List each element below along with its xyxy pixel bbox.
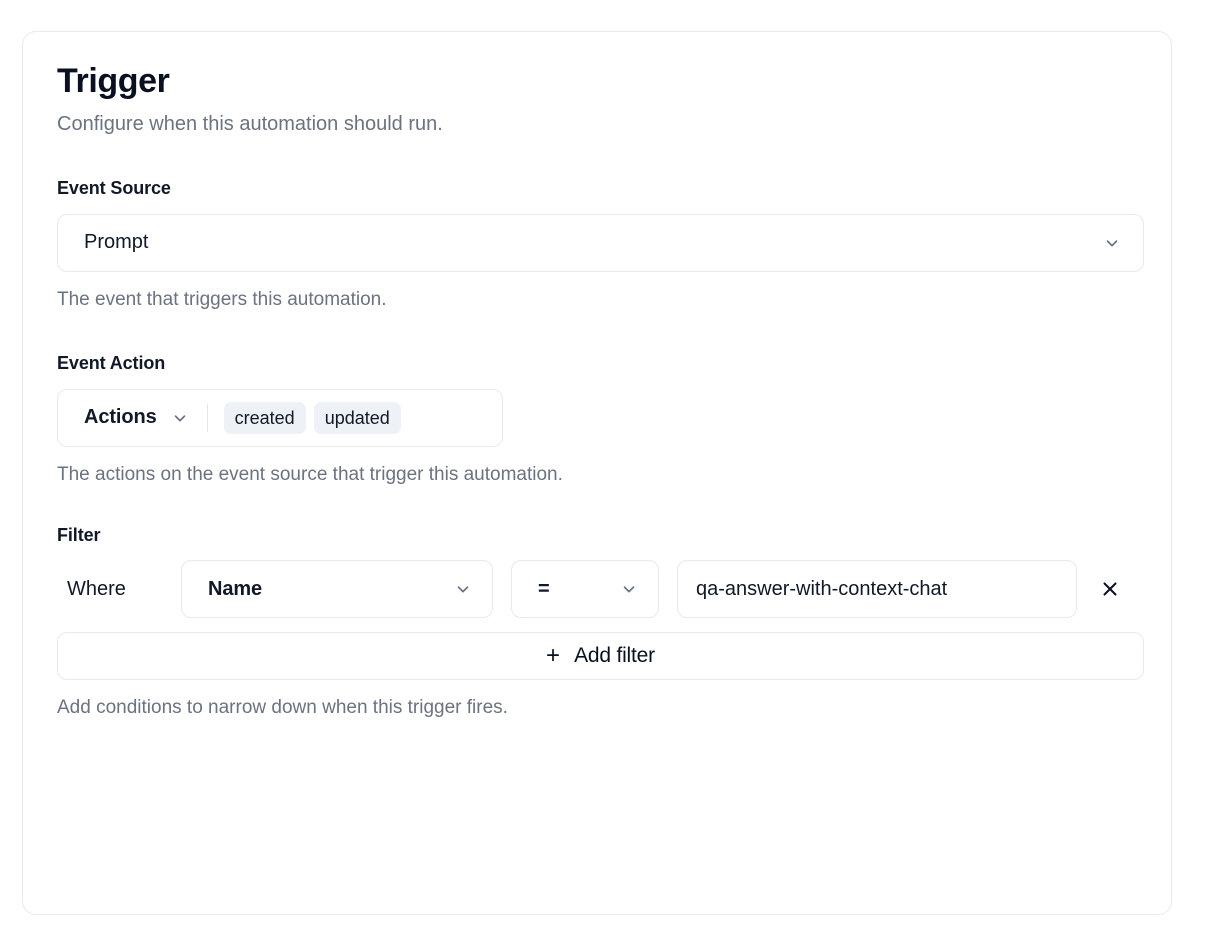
event-source-value: Prompt <box>84 231 149 254</box>
chevron-down-icon <box>1106 239 1118 247</box>
filter-operator-select[interactable]: = <box>511 560 659 619</box>
filter-remove-button[interactable] <box>1093 572 1127 606</box>
filter-field: Filter Where Name = <box>57 524 1144 721</box>
chevron-down-icon <box>457 586 469 593</box>
event-source-label: Event Source <box>57 178 171 199</box>
filter-field-select[interactable]: Name <box>181 560 493 619</box>
add-filter-label: Add filter <box>574 644 655 668</box>
event-source-select[interactable]: Prompt <box>57 213 1144 272</box>
filter-help: Add conditions to narrow down when this … <box>57 697 508 719</box>
chevron-down-icon <box>174 415 185 422</box>
event-action-help: The actions on the event source that tri… <box>57 463 563 485</box>
event-action-multiselect[interactable]: Actions created updated <box>57 388 503 447</box>
event-action-chip-list: created updated <box>223 401 401 434</box>
divider <box>206 403 208 432</box>
event-action-chip[interactable]: created <box>223 401 306 434</box>
page-title: Trigger <box>57 62 170 100</box>
event-action-trigger-label: Actions <box>84 406 157 429</box>
filter-row: Where Name = <box>57 560 1137 619</box>
filter-label: Filter <box>57 524 101 545</box>
filter-value-input[interactable] <box>677 560 1077 619</box>
card-subtitle: Configure when this automation should ru… <box>57 113 443 136</box>
plus-icon: + <box>546 642 561 670</box>
event-source-help: The event that triggers this automation. <box>57 288 387 310</box>
event-action-dropdown-trigger[interactable]: Actions <box>84 406 189 429</box>
event-action-label: Event Action <box>57 353 166 374</box>
chevron-down-icon <box>623 586 635 593</box>
close-icon <box>1103 582 1117 596</box>
event-action-field: Event Action Actions created updated The… <box>57 353 1137 487</box>
filter-operator-value: = <box>538 577 550 600</box>
where-label: Where <box>67 577 126 600</box>
add-filter-button[interactable]: + Add filter <box>57 632 1144 681</box>
event-source-field: Event Source Prompt The event that trigg… <box>57 178 1144 312</box>
event-action-chip[interactable]: updated <box>313 401 401 434</box>
trigger-card: Trigger Configure when this automation s… <box>22 31 1172 915</box>
filter-field-value: Name <box>208 577 263 600</box>
